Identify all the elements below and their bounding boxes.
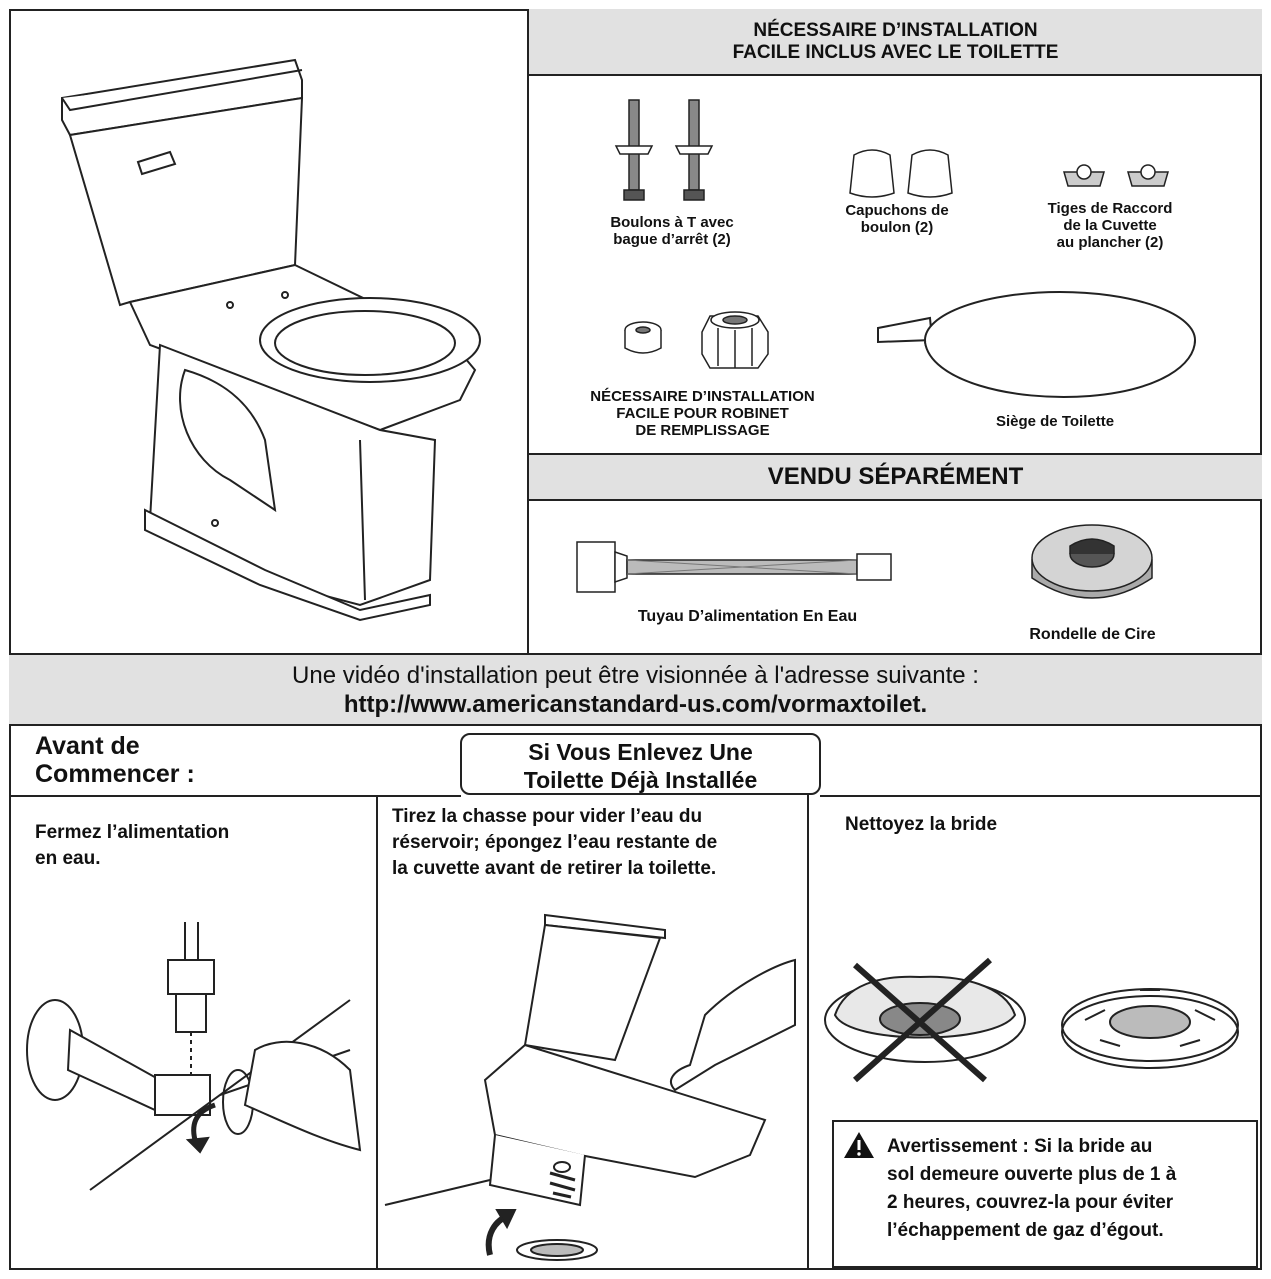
top-divider <box>527 9 529 655</box>
step-3-text: Nettoyez la bride <box>845 814 998 835</box>
video-url-link[interactable]: http://www.americanstandard-us.com/vorma… <box>343 690 928 718</box>
supply-hose-illustration <box>575 538 895 598</box>
dirty-flange-illustration <box>820 955 1030 1085</box>
lift-toilet-illustration <box>385 905 800 1265</box>
kit-header: NÉCESSAIRE D’INSTALLATION FACILE INCLUS … <box>529 9 1262 76</box>
toilet-seat-illustration <box>870 280 1200 405</box>
sold-item-supply-hose: Tuyau D’alimentation En Eau <box>637 608 858 625</box>
wax-ring-illustration <box>1030 510 1155 615</box>
kit-header-line1: NÉCESSAIRE D’INSTALLATION <box>753 19 1038 41</box>
sold-item-wax-ring: Rondelle de Cire <box>1029 626 1156 643</box>
step-divider-1 <box>376 795 378 1270</box>
step-divider-2 <box>807 795 809 1270</box>
connector-rods-illustration <box>1058 160 1178 196</box>
kit-header-line2: FACILE INCLUS AVEC LE TOILETTE <box>732 41 1059 63</box>
warning-triangle-icon <box>844 1132 874 1158</box>
kit-item-toilet-seat: Siège de Toilette <box>995 413 1115 430</box>
bolt-caps-illustration <box>848 145 958 200</box>
steps-top-line-left <box>9 795 461 797</box>
toilet-illustration <box>30 40 510 620</box>
t-bolts-illustration <box>612 98 722 204</box>
video-text: Une vidéo d'installation peut être visio… <box>292 661 979 689</box>
warning-box <box>832 1120 1258 1268</box>
video-banner: Une vidéo d'installation peut être visio… <box>9 653 1262 726</box>
fill-valve-kit-illustration <box>618 302 778 374</box>
sold-separately-header: VENDU SÉPARÉMENT <box>529 453 1262 501</box>
shutoff-valve-illustration <box>20 922 370 1200</box>
steps-top-line-right <box>820 795 1262 797</box>
clean-flange-illustration <box>1060 980 1240 1080</box>
